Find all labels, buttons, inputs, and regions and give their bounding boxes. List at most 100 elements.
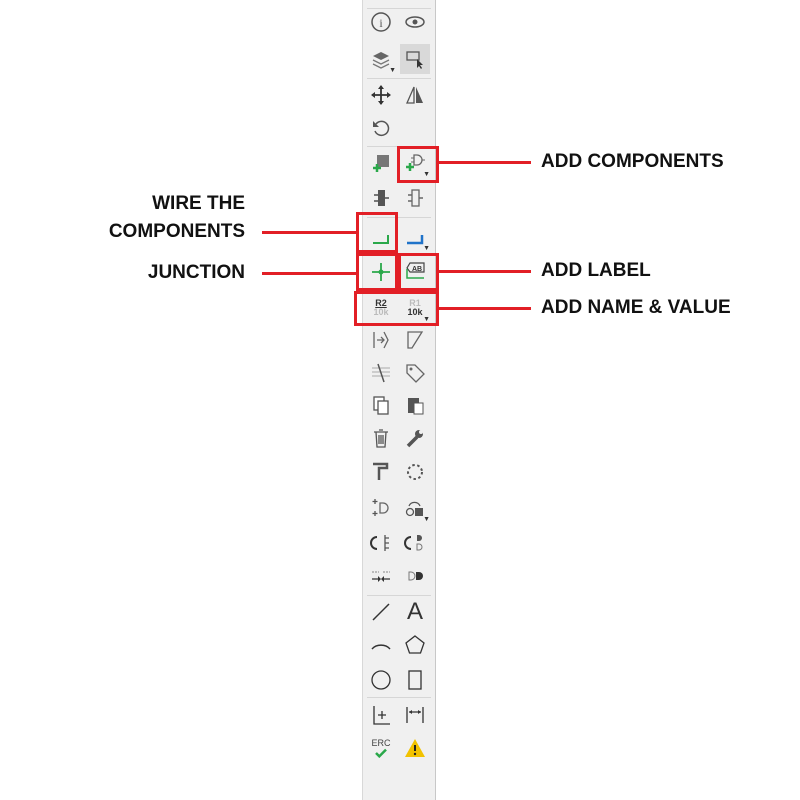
pointer-line	[439, 270, 531, 273]
text-tool-letter: A	[406, 598, 423, 625]
ref-text: R2	[375, 298, 387, 308]
junction-icon	[372, 263, 390, 281]
annotation-wire-line1: WIRE THE	[152, 193, 245, 214]
sheet-button[interactable]	[400, 325, 430, 355]
highlight-name-value	[354, 291, 439, 326]
dropdown-arrow-icon: ▼	[423, 516, 430, 523]
no-connect-button[interactable]	[366, 358, 396, 388]
select-button[interactable]	[400, 44, 430, 74]
pointer-line	[262, 272, 356, 275]
add-part-icon	[373, 155, 389, 172]
mirror-button[interactable]	[400, 80, 430, 110]
add-part-button[interactable]	[366, 148, 396, 178]
rectangle-tool-button[interactable]	[400, 665, 430, 695]
split-button[interactable]	[366, 561, 396, 591]
erc-text: ERC	[371, 737, 391, 748]
delete-button[interactable]	[366, 423, 396, 453]
faded-ref-text: R1	[409, 298, 421, 308]
arc-icon	[371, 644, 391, 650]
replace-button[interactable]: ▼	[400, 493, 430, 523]
trash-icon	[374, 429, 388, 448]
annotation-add-label: ADD LABEL	[541, 260, 651, 281]
select-rect-icon	[406, 51, 423, 69]
dropdown-arrow-icon: ▼	[389, 67, 396, 74]
warning-icon	[405, 739, 425, 757]
polygon-tool-button[interactable]	[400, 630, 430, 660]
swap-gates-button[interactable]	[400, 528, 430, 558]
separator	[367, 595, 431, 596]
wire-green-icon	[373, 235, 389, 244]
info-button[interactable]: i	[366, 7, 396, 37]
layers-button[interactable]: ▼	[366, 44, 396, 74]
line-tool-button[interactable]	[366, 597, 396, 627]
swap-pins-icon	[370, 535, 389, 551]
erc-button[interactable]: ERC	[366, 733, 396, 763]
hier-pin-button[interactable]	[366, 325, 396, 355]
wrench-icon	[406, 430, 423, 448]
value-text: 10k	[407, 307, 423, 317]
annotation-add-components: ADD COMPONENTS	[541, 151, 724, 172]
wire-blue-icon	[407, 235, 424, 245]
split-icon	[372, 571, 390, 582]
separator	[367, 697, 431, 698]
swap-pins-button[interactable]	[366, 528, 396, 558]
sheet-icon	[407, 331, 424, 349]
pentagon-icon	[405, 635, 425, 654]
hier-pin-icon	[373, 331, 389, 349]
text-tool-button[interactable]: A	[400, 597, 430, 627]
svg-text:i: i	[379, 16, 383, 30]
gate-arrow-icon	[408, 571, 423, 581]
label-button[interactable]: AB	[400, 257, 430, 287]
copy-icon	[373, 396, 389, 415]
tag-icon	[406, 364, 425, 383]
highlight-add-components	[397, 146, 439, 183]
faded-value-text: 10k	[373, 307, 389, 317]
circle-icon	[371, 670, 391, 690]
line-icon	[372, 603, 390, 621]
circle-tool-button[interactable]	[366, 665, 396, 695]
optimize-button[interactable]	[400, 561, 430, 591]
add-component-button[interactable]: ▼	[400, 148, 430, 178]
paint-button[interactable]	[366, 457, 396, 487]
tag-button[interactable]	[400, 358, 430, 388]
layers-icon	[372, 52, 390, 69]
svg-text:AB: AB	[412, 266, 422, 273]
lasso-button[interactable]	[400, 457, 430, 487]
origin-button[interactable]	[366, 700, 396, 730]
info-icon: i	[371, 12, 391, 32]
chip-outline-icon	[408, 189, 423, 207]
lines-strike-icon	[372, 363, 390, 383]
dropdown-arrow-icon: ▼	[423, 316, 430, 323]
annotation-wire-line2: COMPONENTS	[108, 221, 245, 242]
move-button[interactable]	[366, 80, 396, 110]
paste-button[interactable]	[400, 390, 430, 420]
swap-gates-icon	[404, 535, 423, 551]
add-gate-icon	[406, 154, 425, 171]
highlight-junction	[356, 253, 398, 291]
arc-tool-button[interactable]	[366, 630, 396, 660]
add-pin-button[interactable]	[400, 183, 430, 213]
gate-plus-icon	[372, 499, 389, 516]
dimension-button[interactable]	[400, 700, 430, 730]
pointer-line	[439, 307, 531, 310]
junction-button[interactable]	[366, 257, 396, 287]
properties-button[interactable]	[400, 423, 430, 453]
warnings-button[interactable]	[400, 733, 430, 763]
eye-icon	[405, 16, 425, 28]
add-gate-button[interactable]	[366, 493, 396, 523]
rotate-button[interactable]	[366, 113, 396, 143]
annotation-junction: JUNCTION	[147, 262, 245, 283]
dropdown-arrow-icon: ▼	[423, 171, 430, 178]
add-power-button[interactable]	[366, 183, 396, 213]
copy-button[interactable]	[366, 390, 396, 420]
dotted-circle-icon	[407, 464, 423, 480]
rectangle-icon	[408, 670, 422, 690]
bus-button[interactable]: ▼	[400, 222, 430, 252]
chip-filled-icon	[374, 190, 389, 206]
visibility-button[interactable]	[400, 7, 430, 37]
mirror-icon	[406, 86, 423, 104]
wire-button[interactable]	[366, 222, 396, 252]
